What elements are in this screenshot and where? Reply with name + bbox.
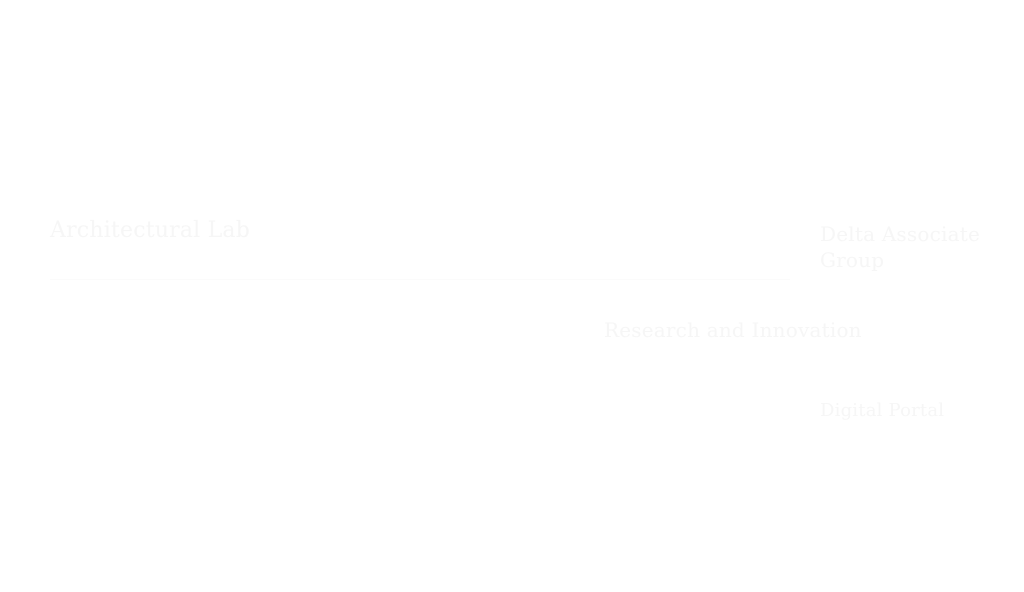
- center-label: Research and Innovation: [604, 318, 862, 342]
- page-heading: Architectural Lab: [50, 218, 250, 243]
- side-link[interactable]: Digital Portal: [820, 400, 945, 421]
- side-title: Delta Associate Group: [820, 222, 980, 272]
- divider: [50, 279, 790, 280]
